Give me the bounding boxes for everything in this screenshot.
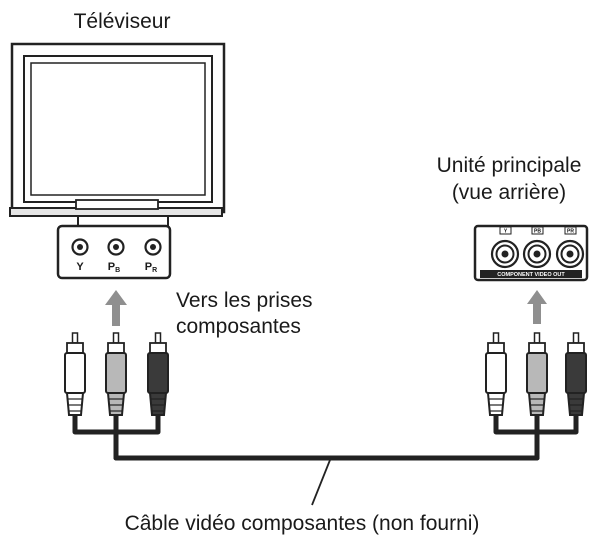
arrow-up-to-unit-icon — [527, 290, 547, 324]
unit-plug-pb — [526, 332, 548, 416]
main-unit-title-line2: (vue arrière) — [452, 181, 566, 204]
tv-plug-y — [64, 332, 86, 416]
tv-stand — [75, 199, 159, 210]
unit-jack-pb — [522, 239, 552, 269]
main-unit-title-line1: Unité principale — [437, 154, 582, 177]
to-jacks-label-line1: Vers les prises — [176, 289, 313, 312]
cable-caption: Câble vidéo composantes (non fourni) — [125, 512, 480, 535]
unit-plug-y — [485, 332, 507, 416]
unit-jack-pr — [555, 239, 585, 269]
tv-jack-pb — [107, 238, 125, 256]
main-unit-jack-panel: Y PB PR COMPONENT VIDEO OUT — [473, 224, 589, 282]
tv-port-label-y: Y — [76, 261, 84, 273]
component-video-out-label: COMPONENT VIDEO OUT — [497, 272, 565, 278]
tv-jack-pr — [144, 238, 162, 256]
arrow-up-to-tv-icon — [105, 290, 127, 326]
unit-port-tag-pr: PR — [567, 229, 574, 235]
cable-wires — [72, 412, 579, 461]
unit-port-tag-y: Y — [504, 229, 508, 235]
tv-plug-pb — [105, 332, 127, 416]
unit-jack-y — [490, 239, 520, 269]
tv-port-label-pr: PR — [145, 261, 157, 274]
to-jacks-label-line2: composantes — [176, 315, 301, 338]
tv-title: Téléviseur — [74, 10, 171, 33]
unit-port-tag-pb: PB — [534, 229, 541, 235]
tv-screen — [30, 62, 206, 196]
tv-jack-y — [71, 238, 89, 256]
tv-port-label-pb: PB — [108, 261, 120, 274]
television — [9, 42, 226, 217]
cable-plugs — [64, 332, 587, 416]
cable-callout-line — [311, 459, 331, 506]
tv-jack-panel: Y PB PR — [56, 216, 172, 280]
tv-plug-pr — [147, 332, 169, 416]
unit-plug-pr — [565, 332, 587, 416]
